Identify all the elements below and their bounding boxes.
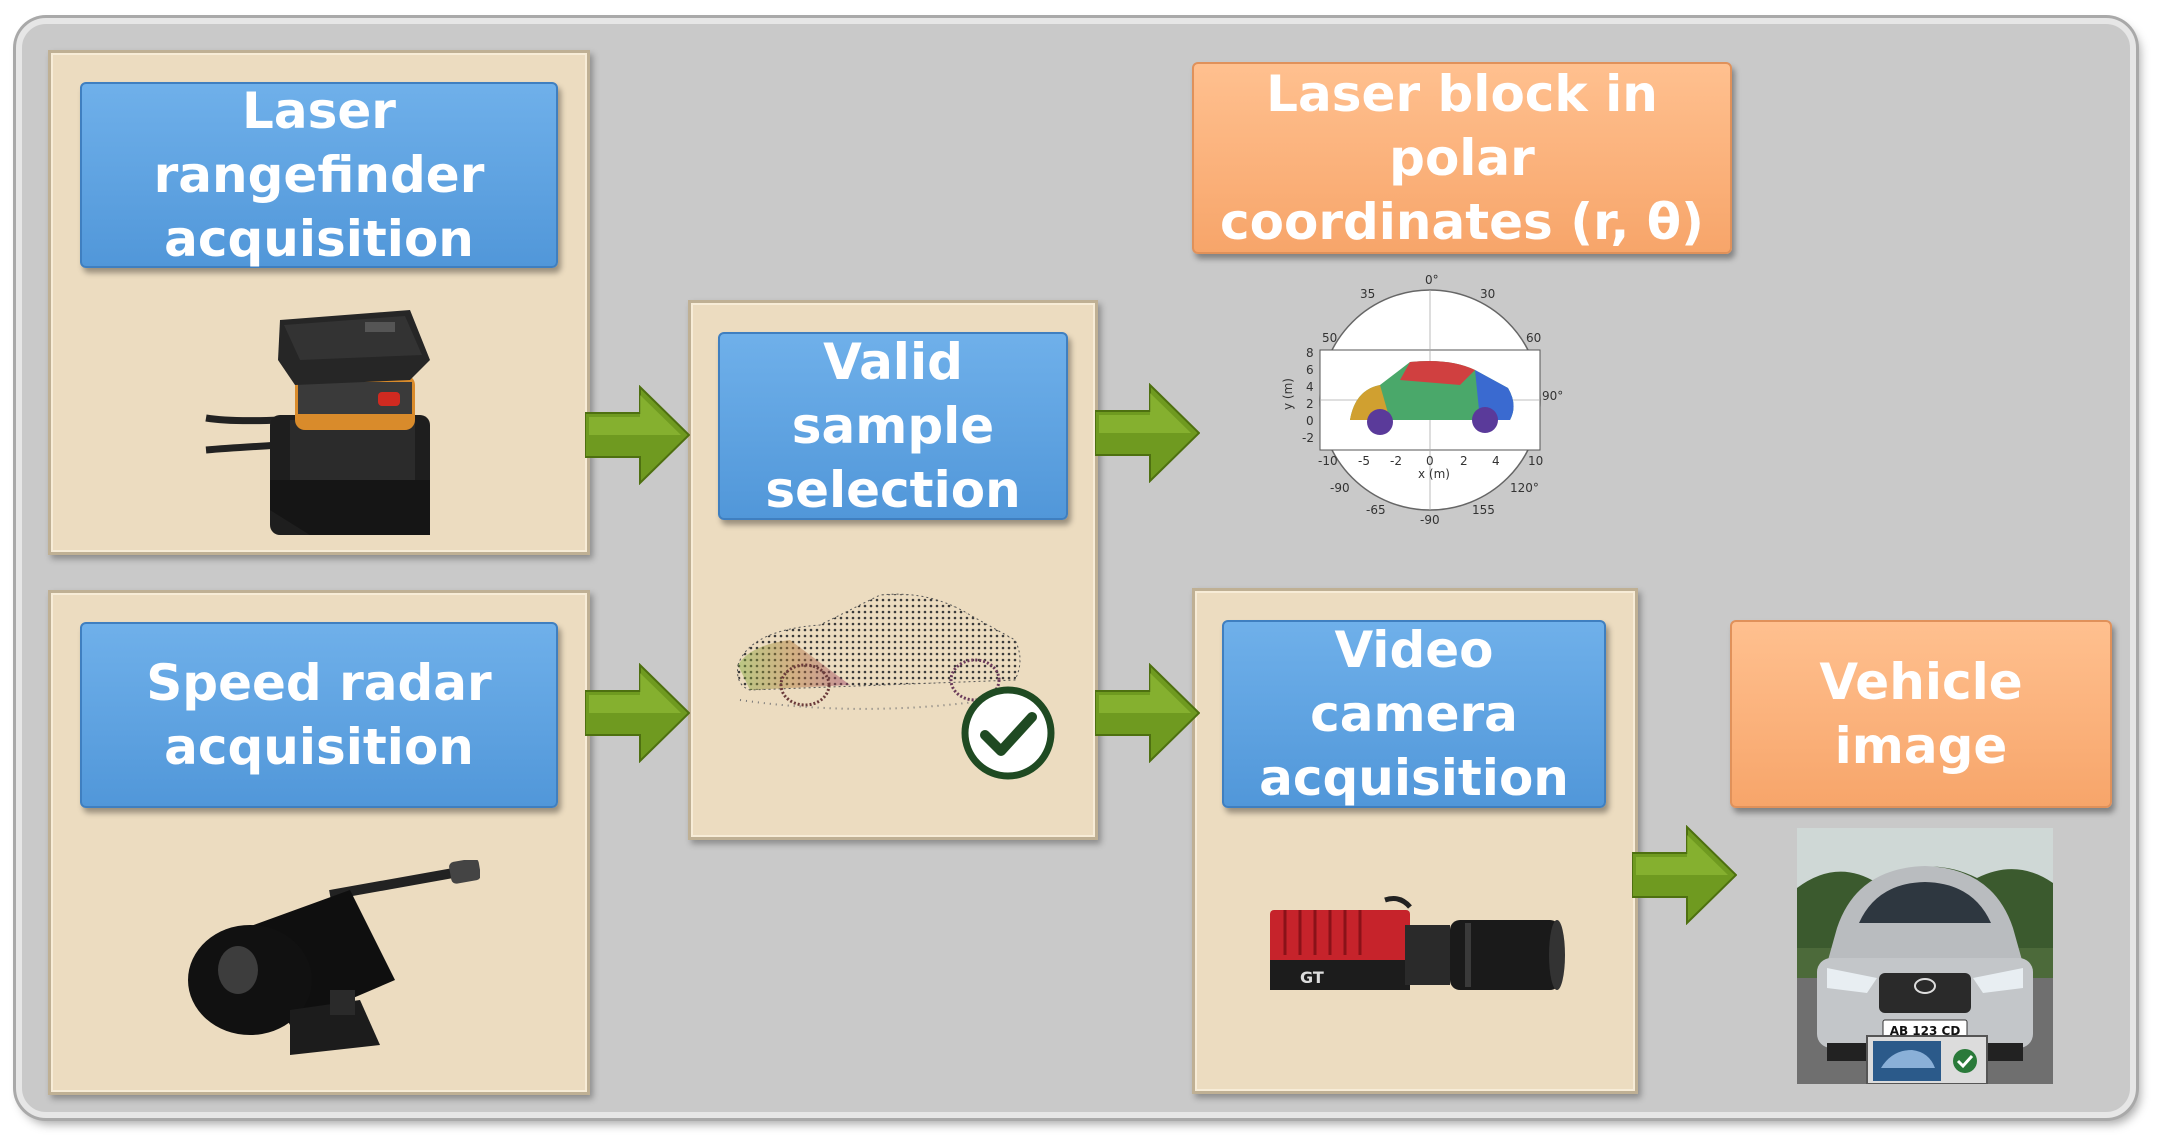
radar-label-line1: Speed radar [146, 654, 492, 712]
polar-angle-155: 155 [1472, 503, 1495, 517]
polar-angle-0: 0° [1425, 273, 1439, 287]
polar-angle-30: 30 [1480, 287, 1495, 301]
arrow-valid-to-video [1095, 663, 1200, 763]
polar-xtick-6: 10 [1528, 454, 1543, 468]
arrow-video-to-vehicle [1632, 825, 1737, 925]
polar-ytick-5: 8 [1306, 346, 1314, 360]
video-label-line1: Video camera [1310, 621, 1518, 743]
radar-sensor-icon [188, 860, 480, 1055]
polar-angle-m90b: -90 [1420, 513, 1440, 527]
polar-ytick-1: 0 [1306, 414, 1314, 428]
polar-ytick-3: 4 [1306, 380, 1314, 394]
polar-angle-m90a: -90 [1330, 481, 1350, 495]
valid-label-line2: selection [765, 461, 1021, 519]
laser-label-line2: acquisition [164, 210, 474, 268]
polar-angle-90: 90° [1542, 389, 1563, 403]
license-plate: AB 123 CD [1890, 1024, 1961, 1038]
polar-angle-35: 35 [1360, 287, 1375, 301]
polar-angle-m65: -65 [1366, 503, 1386, 517]
polar-ytick-2: 2 [1306, 397, 1314, 411]
polar-ytick-4: 6 [1306, 363, 1314, 377]
polar-angle-50: 50 [1322, 331, 1337, 345]
laser-rangefinder-box: Laser rangefinder acquisition [80, 82, 558, 268]
laser-label-line1: Laser rangefinder [153, 82, 485, 204]
video-label-line2: acquisition [1259, 749, 1569, 807]
polar-xtick-2: -2 [1390, 454, 1402, 468]
polar-label-line2: coordinates (r, θ) [1219, 193, 1704, 251]
polar-ytick-0: -2 [1302, 431, 1314, 445]
polar-xtick-3: 0 [1426, 454, 1434, 468]
arrow-laser-to-valid [585, 385, 690, 485]
arrow-valid-to-polar [1095, 383, 1200, 483]
vehicle-image-box: Vehicle image [1730, 620, 2112, 808]
polar-xlabel: x (m) [1418, 467, 1450, 481]
point-cloud-car-icon [737, 593, 1021, 710]
polar-xtick-0: -10 [1318, 454, 1338, 468]
video-camera-icon: GT [1270, 896, 1565, 990]
polar-ylabel: y (m) [1281, 378, 1295, 410]
polar-angle-60: 60 [1526, 331, 1541, 345]
speed-radar-box: Speed radar acquisition [80, 622, 558, 808]
check-circle-icon [961, 686, 1055, 780]
polar-xtick-1: -5 [1358, 454, 1370, 468]
camera-brand-label: GT [1300, 968, 1324, 987]
vehicle-photo: AB 123 CD [1797, 828, 2053, 1084]
polar-coordinates-box: Laser block in polar coordinates (r, θ) [1192, 62, 1732, 254]
polar-xtick-4: 2 [1460, 454, 1468, 468]
polar-plot: 0° 30 35 50 60 90° 120° 155 -90 -65 -90 … [1281, 273, 1563, 527]
arrow-radar-to-valid [585, 663, 690, 763]
video-camera-box: Video camera acquisition [1222, 620, 1606, 808]
polar-label-line1: Laser block in polar [1266, 65, 1658, 187]
polar-angle-120: 120° [1510, 481, 1539, 495]
vehicle-label: Vehicle image [1819, 653, 2023, 775]
valid-label-line1: Valid sample [791, 333, 995, 455]
laser-sensor-icon [205, 310, 430, 535]
valid-sample-box: Valid sample selection [718, 332, 1068, 520]
radar-label-line2: acquisition [164, 718, 474, 776]
polar-xtick-5: 4 [1492, 454, 1500, 468]
